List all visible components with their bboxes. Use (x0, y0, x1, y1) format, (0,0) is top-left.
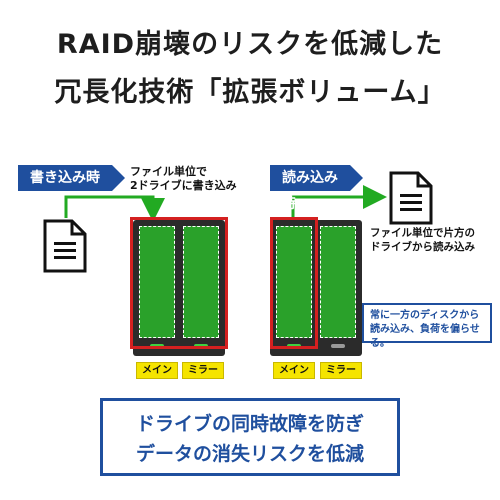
document-icon (43, 219, 87, 273)
write-nas-drive (133, 220, 225, 356)
document-icon (389, 171, 433, 225)
read-mirror-led (331, 344, 345, 348)
read-note: ファイル単位で片方の ドライブから読み込み (370, 226, 475, 254)
read-flow-arrow (291, 185, 387, 218)
read-highlight-frame (270, 217, 318, 349)
write-tag: 書き込み時 (18, 165, 125, 191)
callout-line-2: 読み込み、負荷を偏らせる。 (370, 324, 480, 349)
read-note-line-2: ドライブから読み込み (370, 241, 475, 253)
summary-box: ドライブの同時故障を防ぎ データの消失リスクを低減 (100, 398, 400, 476)
read-mirror-bay (320, 226, 356, 338)
summary-line-1: ドライブの同時故障を防ぎ (135, 413, 364, 435)
read-main-bay (276, 226, 312, 338)
write-note-line-1: ファイル単位で (130, 165, 207, 178)
read-main-label: メイン (273, 362, 315, 379)
write-note: ファイル単位で 2ドライブに書き込み (130, 165, 237, 193)
summary-line-2: データの消失リスクを低減 (135, 443, 364, 465)
write-mirror-label: ミラー (182, 362, 224, 379)
title-line-2: 冗長化技術「拡張ボリューム」 (54, 77, 446, 108)
write-main-label: メイン (136, 362, 178, 379)
read-note-line-1: ファイル単位で片方の (370, 227, 475, 239)
write-mirror-bay (183, 226, 219, 338)
write-highlight-frame (130, 217, 228, 349)
title-line-1: RAID崩壊のリスクを低減した (56, 29, 444, 60)
read-tag: 読み込み時 (270, 165, 363, 212)
read-callout: 常に一方のディスクから 読み込み、負荷を偏らせる。 (362, 303, 492, 349)
write-flow-arrow (64, 195, 165, 222)
callout-line-1: 常に一方のディスクから (370, 310, 480, 321)
write-main-bay (139, 226, 175, 338)
read-mirror-label: ミラー (320, 362, 362, 379)
write-note-line-2: 2ドライブに書き込み (130, 179, 237, 192)
